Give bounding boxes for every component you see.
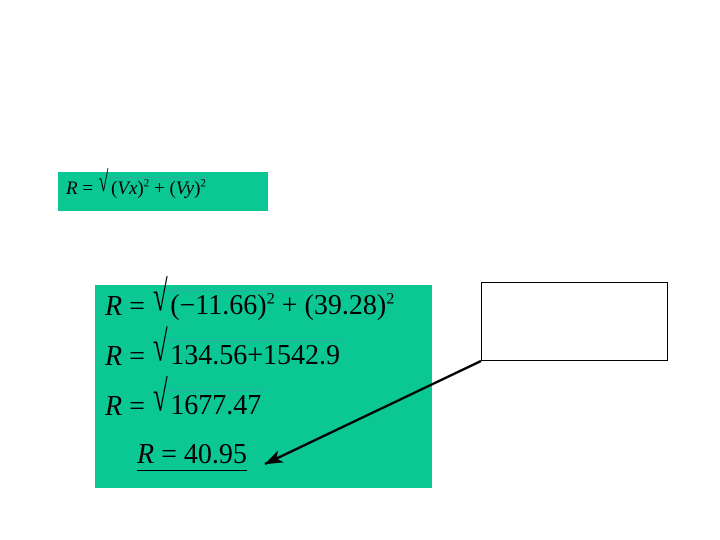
calc1-open-paren-1: ( [170, 290, 180, 322]
calc1-equals: = [129, 291, 145, 322]
calc4-lhs: R [137, 439, 155, 470]
calc2-radical-group: √134.56+1542.9 [152, 325, 342, 371]
calc1-exponent-2: 2 [386, 290, 395, 309]
formula-term-vx: Vx [117, 177, 138, 199]
calc1-lhs: R [105, 291, 123, 322]
formula-close-paren-2: ) [194, 177, 201, 199]
formula-term-vy: Vy [175, 177, 195, 199]
calculation-line-1: R = √(−11.66)2 + (39.28)2 [105, 275, 397, 322]
calc1-radical-group: √(−11.66)2 + (39.28)2 [152, 275, 397, 322]
calc3-radicand: 1677.47 [167, 390, 264, 422]
calc2-radicand: 134.56+1542.9 [167, 340, 342, 370]
calc1-close-paren-1: ) [257, 290, 267, 322]
calc1-exponent-1: 2 [266, 290, 275, 309]
calc1-plus: + [281, 290, 298, 322]
formula-radical-group: √(Vx)2 + (Vy)2 [98, 168, 208, 199]
formula-exponent-2: 2 [200, 177, 206, 190]
calc2-plus: + [247, 340, 263, 372]
calc2-equals: = [129, 341, 145, 372]
final-answer: R = 40.95 [137, 441, 247, 471]
calculation-line-4-result: R = 40.95 [137, 441, 247, 471]
calc3-term-1: 1677.47 [170, 390, 262, 422]
formula-plus: + [153, 177, 165, 199]
calc3-equals: = [129, 391, 145, 422]
formula-highlight-block: R = √(Vx)2 + (Vy)2 [58, 168, 268, 211]
calc1-value-2: 39.28 [313, 290, 377, 322]
calc3-lhs: R [105, 391, 123, 422]
radical-sign-icon: √ [152, 372, 168, 421]
radical-sign-icon: √ [98, 166, 109, 199]
calc4-result: 40.95 [183, 439, 247, 470]
calculation-highlight-block: R = √(−11.66)2 + (39.28)2 R = √134.56+15… [95, 275, 432, 488]
formula-exponent-1: 2 [143, 177, 150, 190]
calc2-term-1: 134.56 [170, 340, 248, 372]
formula-lhs: R [66, 178, 78, 199]
calc2-term-2: 1542.9 [262, 340, 340, 372]
formula-close-paren-1: ) [137, 177, 144, 199]
formula-equation: R = √(Vx)2 + (Vy)2 [66, 168, 208, 199]
formula-equals: = [82, 178, 94, 199]
calculation-line-3: R = √1677.47 [105, 375, 264, 422]
formula-radicand: (Vx)2 + (Vy)2 [108, 176, 208, 199]
calc2-lhs: R [105, 341, 123, 372]
radical-sign-icon: √ [152, 272, 168, 321]
callout-box[interactable] [481, 282, 668, 361]
calc4-equals: = [161, 439, 177, 470]
calc1-open-paren-2: ( [304, 290, 314, 322]
calc1-radicand: (−11.66)2 + (39.28)2 [167, 290, 397, 322]
radical-sign-icon: √ [152, 322, 168, 371]
calc1-close-paren-2: ) [376, 290, 387, 322]
calc3-radical-group: √1677.47 [152, 375, 264, 422]
calculation-line-2: R = √134.56+1542.9 [105, 325, 342, 372]
calc1-value-1: −11.66 [179, 290, 258, 322]
formula-open-paren-1: ( [111, 177, 118, 199]
formula-open-paren-2: ( [169, 177, 176, 199]
